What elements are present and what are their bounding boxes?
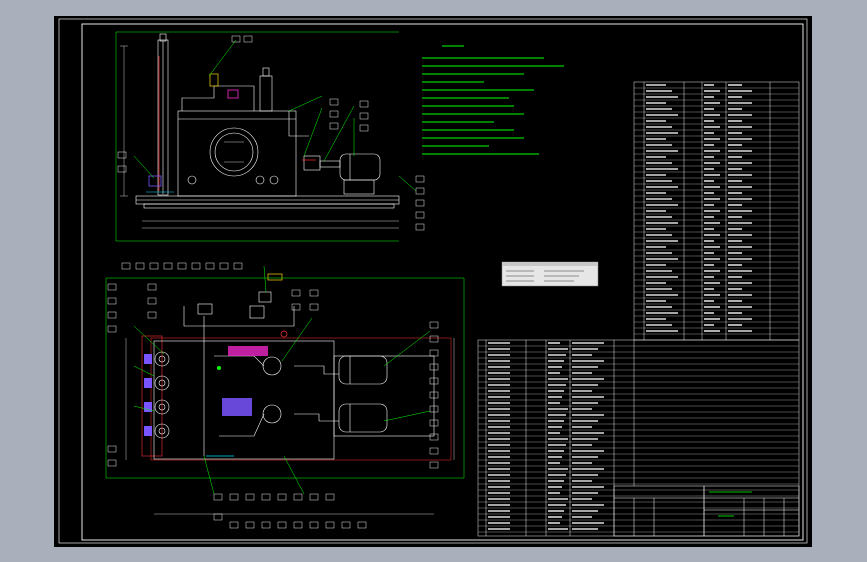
properties-popup[interactable] [501,261,599,287]
plan-label-boxes [107,262,439,529]
elevation-leaders [115,31,417,242]
sheet-border [58,18,808,544]
elevation-label-boxes [117,35,425,231]
elevation-colored-parts [146,56,316,193]
plan-motor-2[interactable] [338,403,388,433]
sheet-inner-border [81,23,804,541]
plan-pump-2[interactable] [262,404,282,424]
cad-drawing[interactable] [54,16,812,547]
title-block[interactable] [613,485,800,537]
parts-list[interactable] [477,81,800,537]
plan-pump-1[interactable] [262,356,282,376]
technical-notes [422,45,564,155]
title-block-green [709,491,752,517]
tank-inspection-port[interactable] [209,127,259,177]
elevation-motor[interactable] [339,153,381,181]
drawing-sheet [54,16,812,547]
plan-view[interactable] [125,291,455,515]
plan-motor-1[interactable] [338,355,388,385]
parts-list-rows [478,84,799,533]
plan-leaders [105,265,465,495]
elevation-view[interactable] [120,33,400,229]
plan-colored-parts [144,273,288,457]
